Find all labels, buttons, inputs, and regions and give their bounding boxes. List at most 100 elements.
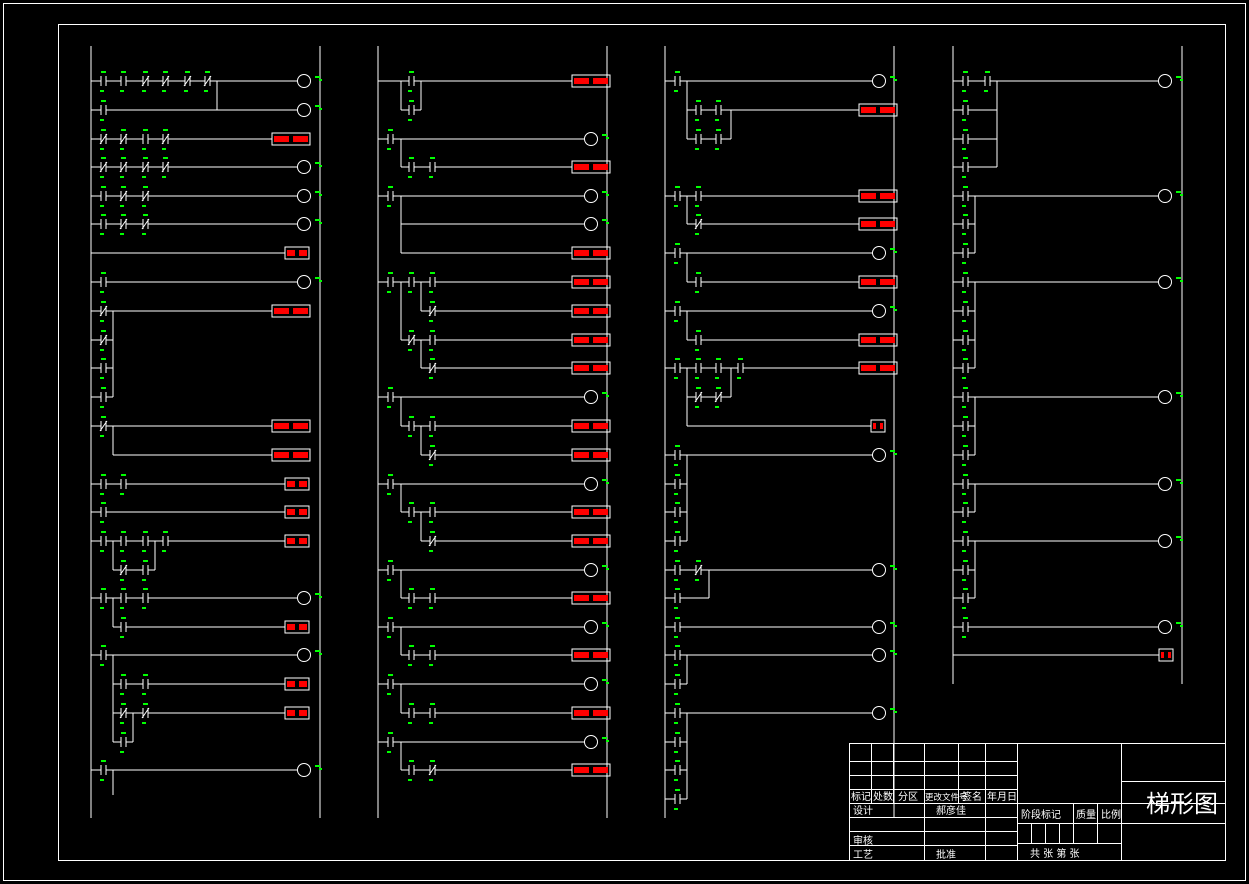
normally-closed-slash [99, 133, 108, 145]
address-label-mark [675, 560, 680, 562]
address-label-mark [695, 233, 699, 235]
address-label-mark [696, 358, 701, 360]
function-box-operand [293, 423, 308, 429]
function-box-operand [287, 538, 295, 544]
normally-closed-slash [428, 362, 437, 374]
address-label-mark [963, 445, 968, 447]
output-coil [872, 563, 886, 577]
output-coil [1158, 275, 1172, 289]
function-box-operand [287, 624, 295, 630]
address-label-mark [675, 789, 680, 791]
address-label-mark [985, 71, 990, 73]
address-label-mark [388, 560, 393, 562]
address-label-mark [962, 148, 966, 150]
normally-closed-slash [161, 133, 170, 145]
output-coil [297, 189, 311, 203]
address-label-mark [409, 588, 414, 590]
address-label-mark [101, 531, 106, 533]
function-box-operand [593, 164, 608, 170]
function-box-operand [880, 423, 883, 429]
address-label-mark [387, 493, 391, 495]
address-label-mark [696, 214, 701, 216]
address-label-mark [409, 330, 414, 332]
address-label-mark [408, 349, 412, 351]
address-label-mark [319, 222, 322, 224]
address-label-mark [894, 79, 897, 81]
address-label-mark [408, 722, 412, 724]
function-box-operand [287, 710, 295, 716]
title-header-date: 年月日 [987, 790, 1017, 803]
address-label-mark [962, 464, 966, 466]
function-box-operand [861, 279, 876, 285]
title-review-label: 审核 [853, 834, 873, 847]
function-box-operand [287, 481, 295, 487]
function-box [571, 419, 611, 433]
address-label-mark [143, 531, 148, 533]
function-box-operand [861, 337, 876, 343]
address-label-mark [674, 320, 678, 322]
address-label-mark [120, 148, 124, 150]
function-box [571, 333, 611, 347]
address-label-mark [894, 653, 897, 655]
function-box [858, 217, 898, 231]
address-label-mark [101, 129, 106, 131]
address-label-mark [408, 664, 412, 666]
address-label-mark [121, 129, 126, 131]
address-label-mark [315, 105, 320, 107]
address-label-mark [963, 71, 968, 73]
address-label-mark [602, 392, 607, 394]
function-box [571, 275, 611, 289]
title-design-label: 设计 [853, 804, 873, 817]
normally-closed-slash [141, 161, 150, 173]
address-label-mark [963, 129, 968, 131]
function-box [571, 534, 611, 548]
address-label-mark [120, 722, 124, 724]
address-label-mark [409, 760, 414, 762]
function-box-operand [593, 710, 608, 716]
address-label-mark [894, 309, 897, 311]
address-label-mark [962, 233, 966, 235]
function-box [858, 189, 898, 203]
address-label-mark [962, 550, 966, 552]
address-label-mark [319, 596, 322, 598]
address-label-mark [409, 416, 414, 418]
address-label-mark [100, 291, 104, 293]
address-label-mark [101, 157, 106, 159]
address-label-mark [101, 186, 106, 188]
address-label-mark [101, 330, 106, 332]
address-label-mark [675, 531, 680, 533]
address-label-mark [675, 732, 680, 734]
address-label-mark [429, 550, 433, 552]
address-label-mark [1180, 539, 1183, 541]
normally-closed-slash [141, 75, 150, 87]
address-label-mark [674, 751, 678, 753]
address-label-mark [675, 445, 680, 447]
title-scale-label: 比例 [1101, 808, 1121, 821]
address-label-mark [890, 248, 895, 250]
address-label-mark [388, 474, 393, 476]
address-label-mark [430, 358, 435, 360]
normally-closed-slash [714, 391, 723, 403]
function-box-operand [574, 308, 589, 314]
normally-closed-slash [694, 218, 703, 230]
function-box-operand [299, 250, 307, 256]
address-label-mark [120, 205, 124, 207]
function-box-operand [574, 538, 589, 544]
address-label-mark [675, 617, 680, 619]
address-label-mark [715, 119, 719, 121]
address-label-mark [100, 148, 104, 150]
output-coil [584, 189, 598, 203]
address-label-mark [430, 330, 435, 332]
address-label-mark [409, 272, 414, 274]
function-box [284, 677, 310, 691]
address-label-mark [121, 674, 126, 676]
normally-closed-slash [203, 75, 212, 87]
address-label-mark [100, 349, 104, 351]
address-label-mark [429, 291, 433, 293]
address-label-mark [695, 119, 699, 121]
function-box-operand [274, 452, 289, 458]
address-label-mark [674, 636, 678, 638]
address-label-mark [408, 119, 412, 121]
function-box-operand [861, 107, 876, 113]
function-box-operand [593, 509, 608, 515]
